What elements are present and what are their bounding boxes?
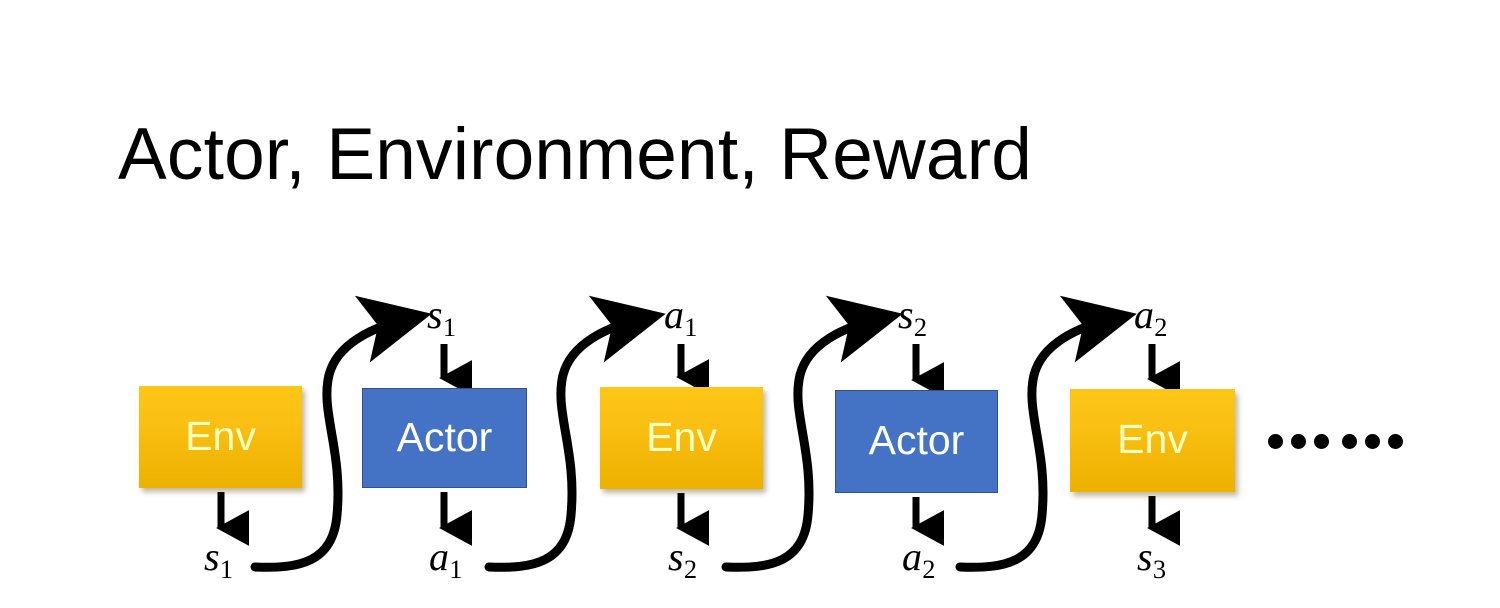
node-label: Env <box>646 413 717 460</box>
label-base: s <box>898 292 914 337</box>
label-base: a <box>902 534 922 579</box>
node-label: Env <box>1117 416 1188 462</box>
label-state-s2-bottom: s2 <box>668 534 697 583</box>
label-subscript: 1 <box>684 311 698 342</box>
label-subscript: 3 <box>1152 553 1167 584</box>
label-subscript: 2 <box>913 311 928 342</box>
continuation-ellipsis <box>1268 434 1403 449</box>
node-actor-2[interactable]: Actor <box>835 390 998 493</box>
label-subscript: 1 <box>442 311 457 342</box>
label-state-s2-top: s2 <box>898 292 927 341</box>
label-subscript: 2 <box>683 553 698 584</box>
label-subscript: 1 <box>449 553 463 584</box>
label-base: s <box>668 534 684 579</box>
label-base: a <box>429 534 449 579</box>
label-state-s1-bottom: s1 <box>204 534 233 583</box>
label-base: a <box>1134 292 1154 337</box>
label-base: s <box>204 534 220 579</box>
label-action-a2-top: a2 <box>1134 292 1167 341</box>
ellipsis-dot <box>1268 434 1283 449</box>
node-env-3[interactable]: Env <box>1070 389 1235 492</box>
label-subscript: 2 <box>1154 311 1168 342</box>
label-base: a <box>664 292 684 337</box>
node-actor-1[interactable]: Actor <box>362 388 527 488</box>
label-state-s3-bottom: s3 <box>1137 534 1166 583</box>
label-base: s <box>1137 534 1153 579</box>
label-action-a1-bottom: a1 <box>429 534 462 583</box>
ellipsis-dot <box>1314 434 1329 449</box>
ellipsis-dot <box>1365 434 1380 449</box>
label-subscript: 1 <box>219 553 234 584</box>
node-env-2[interactable]: Env <box>600 387 763 489</box>
node-env-1[interactable]: Env <box>139 386 302 488</box>
ellipsis-dot <box>1342 434 1357 449</box>
ellipsis-dot <box>1291 434 1306 449</box>
label-state-s1-top: s1 <box>427 292 456 341</box>
page-title: Actor, Environment, Reward <box>118 114 1033 195</box>
node-label: Actor <box>396 413 493 460</box>
ellipsis-dot <box>1388 434 1403 449</box>
node-label: Actor <box>868 417 965 463</box>
label-subscript: 2 <box>922 553 936 584</box>
label-base: s <box>427 292 443 337</box>
node-label: Env <box>185 412 256 459</box>
label-action-a2-bottom: a2 <box>902 534 935 583</box>
label-action-a1-top: a1 <box>664 292 697 341</box>
